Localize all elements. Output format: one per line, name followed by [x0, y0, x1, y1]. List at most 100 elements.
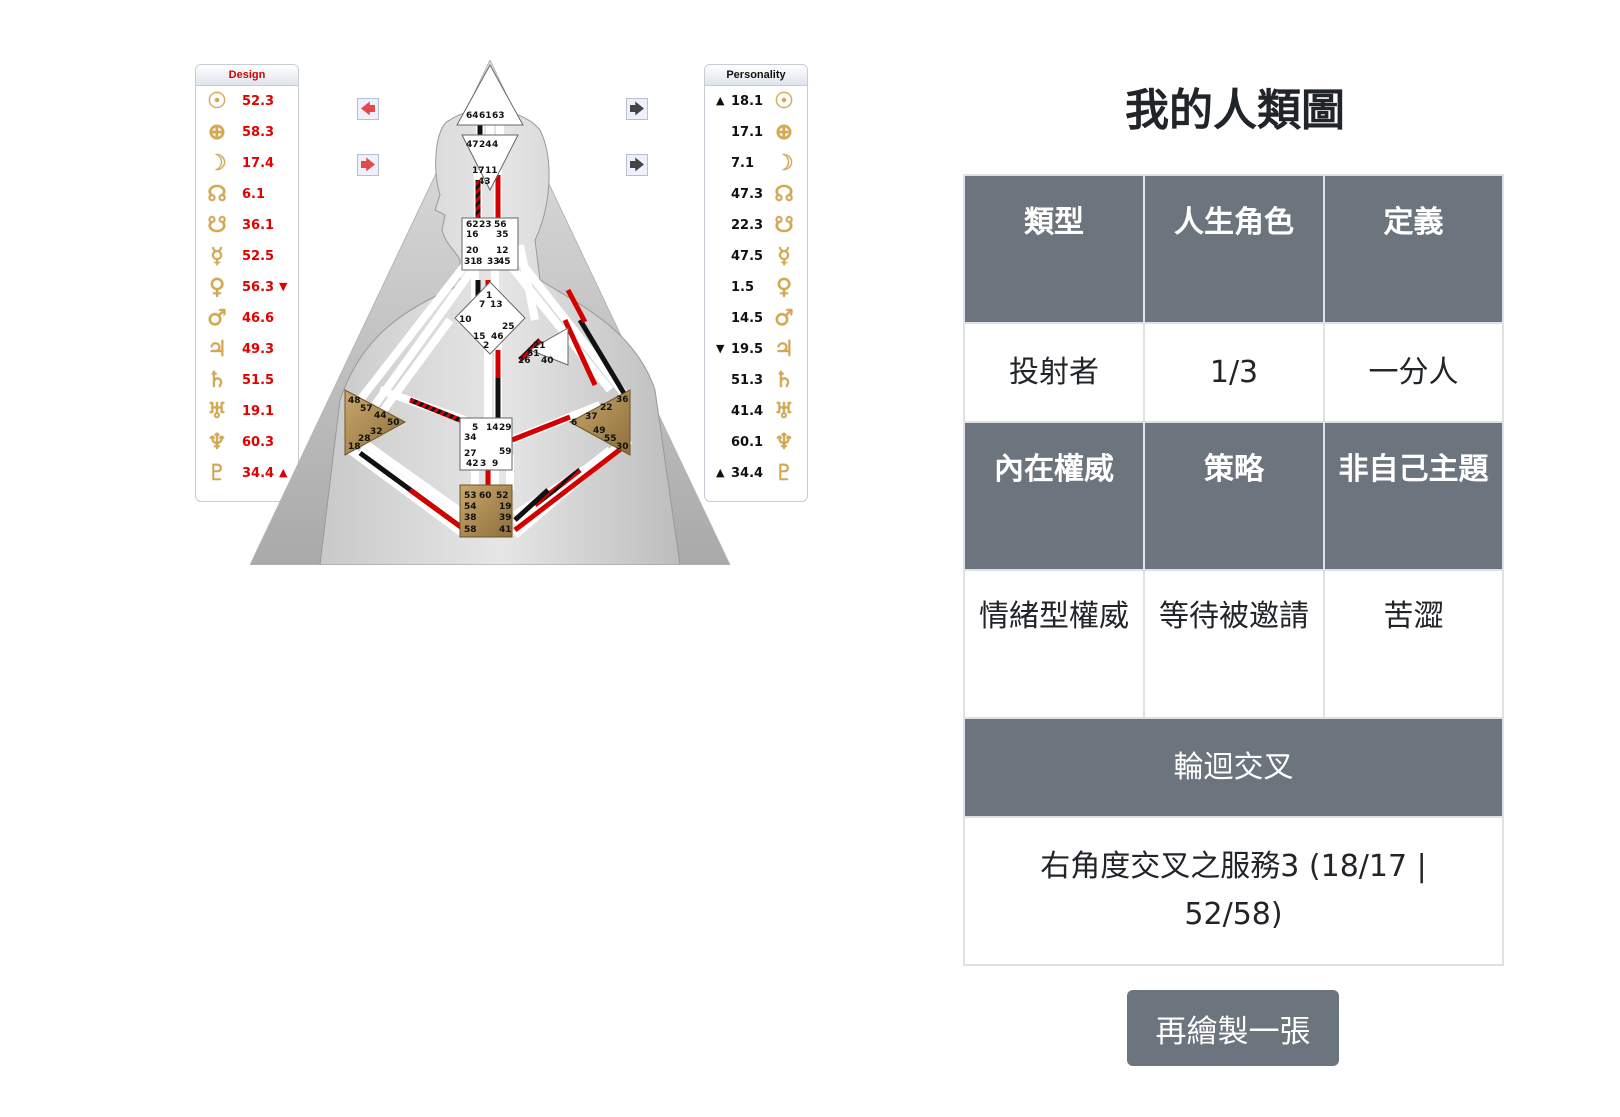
gate-number: 24	[479, 140, 492, 150]
planet-gate-value: 47.3	[731, 187, 764, 202]
strategy-header: 策略	[1143, 421, 1325, 571]
planet-row: ☽ 17.4	[196, 149, 298, 180]
gate-number: 31	[464, 257, 477, 267]
gate-number: 18	[348, 442, 361, 452]
gate-number: 44	[374, 411, 387, 421]
pluto-icon: ♇	[774, 461, 794, 486]
planet-gate-value: 7.1	[731, 156, 755, 171]
gate-number: 25	[502, 322, 515, 332]
planet-gate-value: 60.1	[731, 435, 764, 450]
planet-row: ☉18.1▲	[705, 87, 807, 118]
gate-number: 34	[464, 433, 477, 443]
planet-row: ♃49.3	[196, 335, 298, 366]
gate-number: 2	[483, 341, 489, 351]
planet-gate-value: 52.5	[242, 249, 275, 264]
planet-row: ⊕17.1	[705, 118, 807, 149]
uranus-icon: ♅	[774, 399, 794, 424]
pluto-icon: ♇	[207, 461, 227, 486]
ego-center	[528, 327, 569, 366]
gate-number: 52	[496, 491, 509, 501]
spleen-center	[344, 389, 407, 456]
moon-icon: ☽	[207, 151, 227, 176]
gate-number: 40	[541, 356, 554, 366]
planet-row: ☉52.3	[196, 87, 298, 118]
gate-number: 36	[616, 395, 629, 405]
gate-number: 23	[479, 220, 492, 230]
profile-value: 1/3	[1143, 322, 1325, 423]
jupiter-icon: ♃	[207, 337, 227, 362]
design-left-arrow-icon[interactable]: 🡄	[357, 98, 379, 120]
planet-row: ♆ 60.3	[196, 428, 298, 459]
type-value: 投射者	[963, 322, 1145, 423]
venus-icon: ♀	[208, 275, 226, 300]
planet-gate-value: 19.1	[242, 404, 275, 419]
planet-gate-value: 14.5	[731, 311, 764, 326]
gate-number: 5	[472, 423, 478, 433]
gate-number: 6	[571, 418, 577, 428]
design-panel: Design ☉52.3⊕58.3☽17.4☊6.1☋36.1☿52.5♀56.…	[195, 64, 299, 502]
design-right-arrow-icon[interactable]: 🡆	[357, 154, 379, 176]
authority-header: 內在權威	[963, 421, 1145, 571]
gate-number: 60	[479, 491, 492, 501]
planet-row: ♄ 51.5	[196, 366, 298, 397]
redraw-button[interactable]: 再繪製一張	[1127, 990, 1339, 1066]
not-self-header: 非自己主題	[1323, 421, 1504, 571]
planet-gate-value: 56.3	[242, 280, 275, 295]
planet-row: ☊6.1	[196, 180, 298, 211]
gate-number: 22	[600, 403, 613, 413]
saturn-icon: ♄	[774, 368, 794, 393]
planet-row: ☊47.3	[705, 180, 807, 211]
planet-row: ♄51.3	[705, 366, 807, 397]
planet-row: ♆60.1	[705, 428, 807, 459]
personality-header: Personality	[705, 65, 807, 86]
gate-number: 21	[533, 341, 546, 351]
personality-arrow-top-icon[interactable]: 🡆	[626, 98, 648, 120]
planet-gate-value: 17.4	[242, 156, 275, 171]
gate-number: 57	[360, 404, 373, 414]
planet-gate-value: 47.5	[731, 249, 764, 264]
gate-number: 10	[459, 315, 472, 325]
planet-row: ♅ 19.1	[196, 397, 298, 428]
ajna-center	[461, 134, 519, 192]
planet-gate-value: 6.1	[242, 187, 266, 202]
south-node-icon: ☋	[774, 213, 794, 238]
gate-number: 26	[518, 356, 531, 366]
gate-number: 48	[348, 396, 361, 406]
head-center	[456, 63, 524, 126]
gate-number: 61	[479, 111, 492, 121]
gate-number: 53	[464, 491, 477, 501]
planet-gate-value: 46.6	[242, 311, 275, 326]
gate-number: 19	[499, 502, 512, 512]
gate-number: 14	[486, 423, 499, 433]
gate-number: 27	[464, 449, 477, 459]
gate-number: 43	[478, 177, 491, 187]
neptune-icon: ♆	[207, 430, 227, 455]
saturn-icon: ♄	[207, 368, 227, 393]
planet-gate-value: 51.5	[242, 373, 275, 388]
gate-number: 41	[499, 525, 512, 535]
planet-row: ☿52.5	[196, 242, 298, 273]
gate-number: 17	[472, 166, 485, 176]
uranus-icon: ♅	[207, 399, 227, 424]
planet-row: ⊕ 58.3	[196, 118, 298, 149]
planet-gate-value: 41.4	[731, 404, 764, 419]
planet-gate-value: 22.3	[731, 218, 764, 233]
planet-row: ♂14.5	[705, 304, 807, 335]
planet-gate-value: 58.3	[242, 125, 275, 140]
planet-gate-value: 60.3	[242, 435, 275, 450]
planet-row: ☋ 22.3	[705, 211, 807, 242]
gate-number: 49	[593, 426, 606, 436]
gate-number: 11	[485, 166, 498, 176]
fixation-arrow-icon: ▲	[716, 94, 725, 107]
planet-row: ♀ 56.3 ▼	[196, 273, 298, 304]
gate-number: 62	[466, 220, 479, 230]
personality-arrow-bottom-icon[interactable]: 🡆	[626, 154, 648, 176]
fixation-arrow-icon: ▼	[279, 280, 288, 293]
earth-icon: ⊕	[207, 120, 227, 145]
planet-row: ♀1.5	[705, 273, 807, 304]
gate-number: 13	[490, 300, 503, 310]
planet-gate-value: 17.1	[731, 125, 764, 140]
planet-gate-value: 1.5	[731, 280, 755, 295]
